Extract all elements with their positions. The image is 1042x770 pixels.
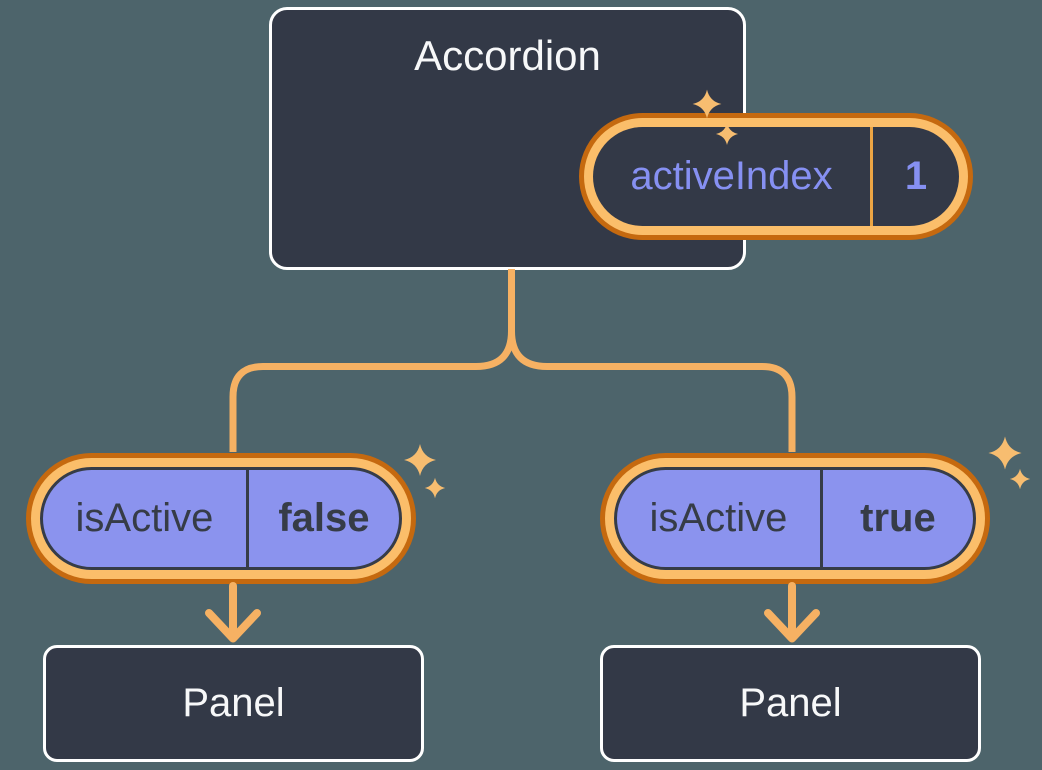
state-name-label: activeIndex [630, 154, 833, 198]
connector-right-branch [508, 269, 796, 452]
prop-name-label: isActive [649, 496, 788, 540]
state-pill-divider [870, 127, 873, 226]
prop-pill-left-ring: isActive false [31, 458, 411, 579]
prop-pill-right-ring: isActive true [605, 458, 985, 579]
arrow-down-icon [205, 582, 261, 643]
arrow-right-head [764, 609, 820, 643]
prop-pill-divider [245, 470, 249, 567]
state-pill: activeIndex 1 [579, 113, 973, 240]
prop-pill-left: isActive false [26, 453, 416, 584]
state-pill-ring: activeIndex 1 [584, 118, 968, 235]
prop-pill-right: isActive true [600, 453, 990, 584]
arrow-down-icon [764, 582, 820, 643]
prop-value: true [860, 496, 936, 540]
prop-pill-divider [819, 470, 823, 567]
accordion-title: Accordion [414, 32, 601, 79]
sparkle-icon [988, 436, 1031, 490]
arrow-left-head [205, 609, 261, 643]
panel-box-left: Panel [43, 645, 424, 762]
prop-pill-right-core: isActive true [614, 467, 976, 570]
prop-value: false [278, 496, 370, 540]
state-value: 1 [904, 154, 928, 198]
panel-label: Panel [739, 681, 842, 725]
prop-name-label: isActive [75, 496, 214, 540]
panel-label: Panel [182, 681, 285, 725]
connector-left-branch [229, 269, 515, 452]
panel-box-right: Panel [600, 645, 981, 762]
sparkle-icon [404, 444, 446, 499]
accordion-component-box: Accordion activeIndex 1 [269, 7, 973, 270]
state-pill-core: activeIndex 1 [593, 127, 959, 226]
prop-pill-left-core: isActive false [40, 467, 402, 570]
